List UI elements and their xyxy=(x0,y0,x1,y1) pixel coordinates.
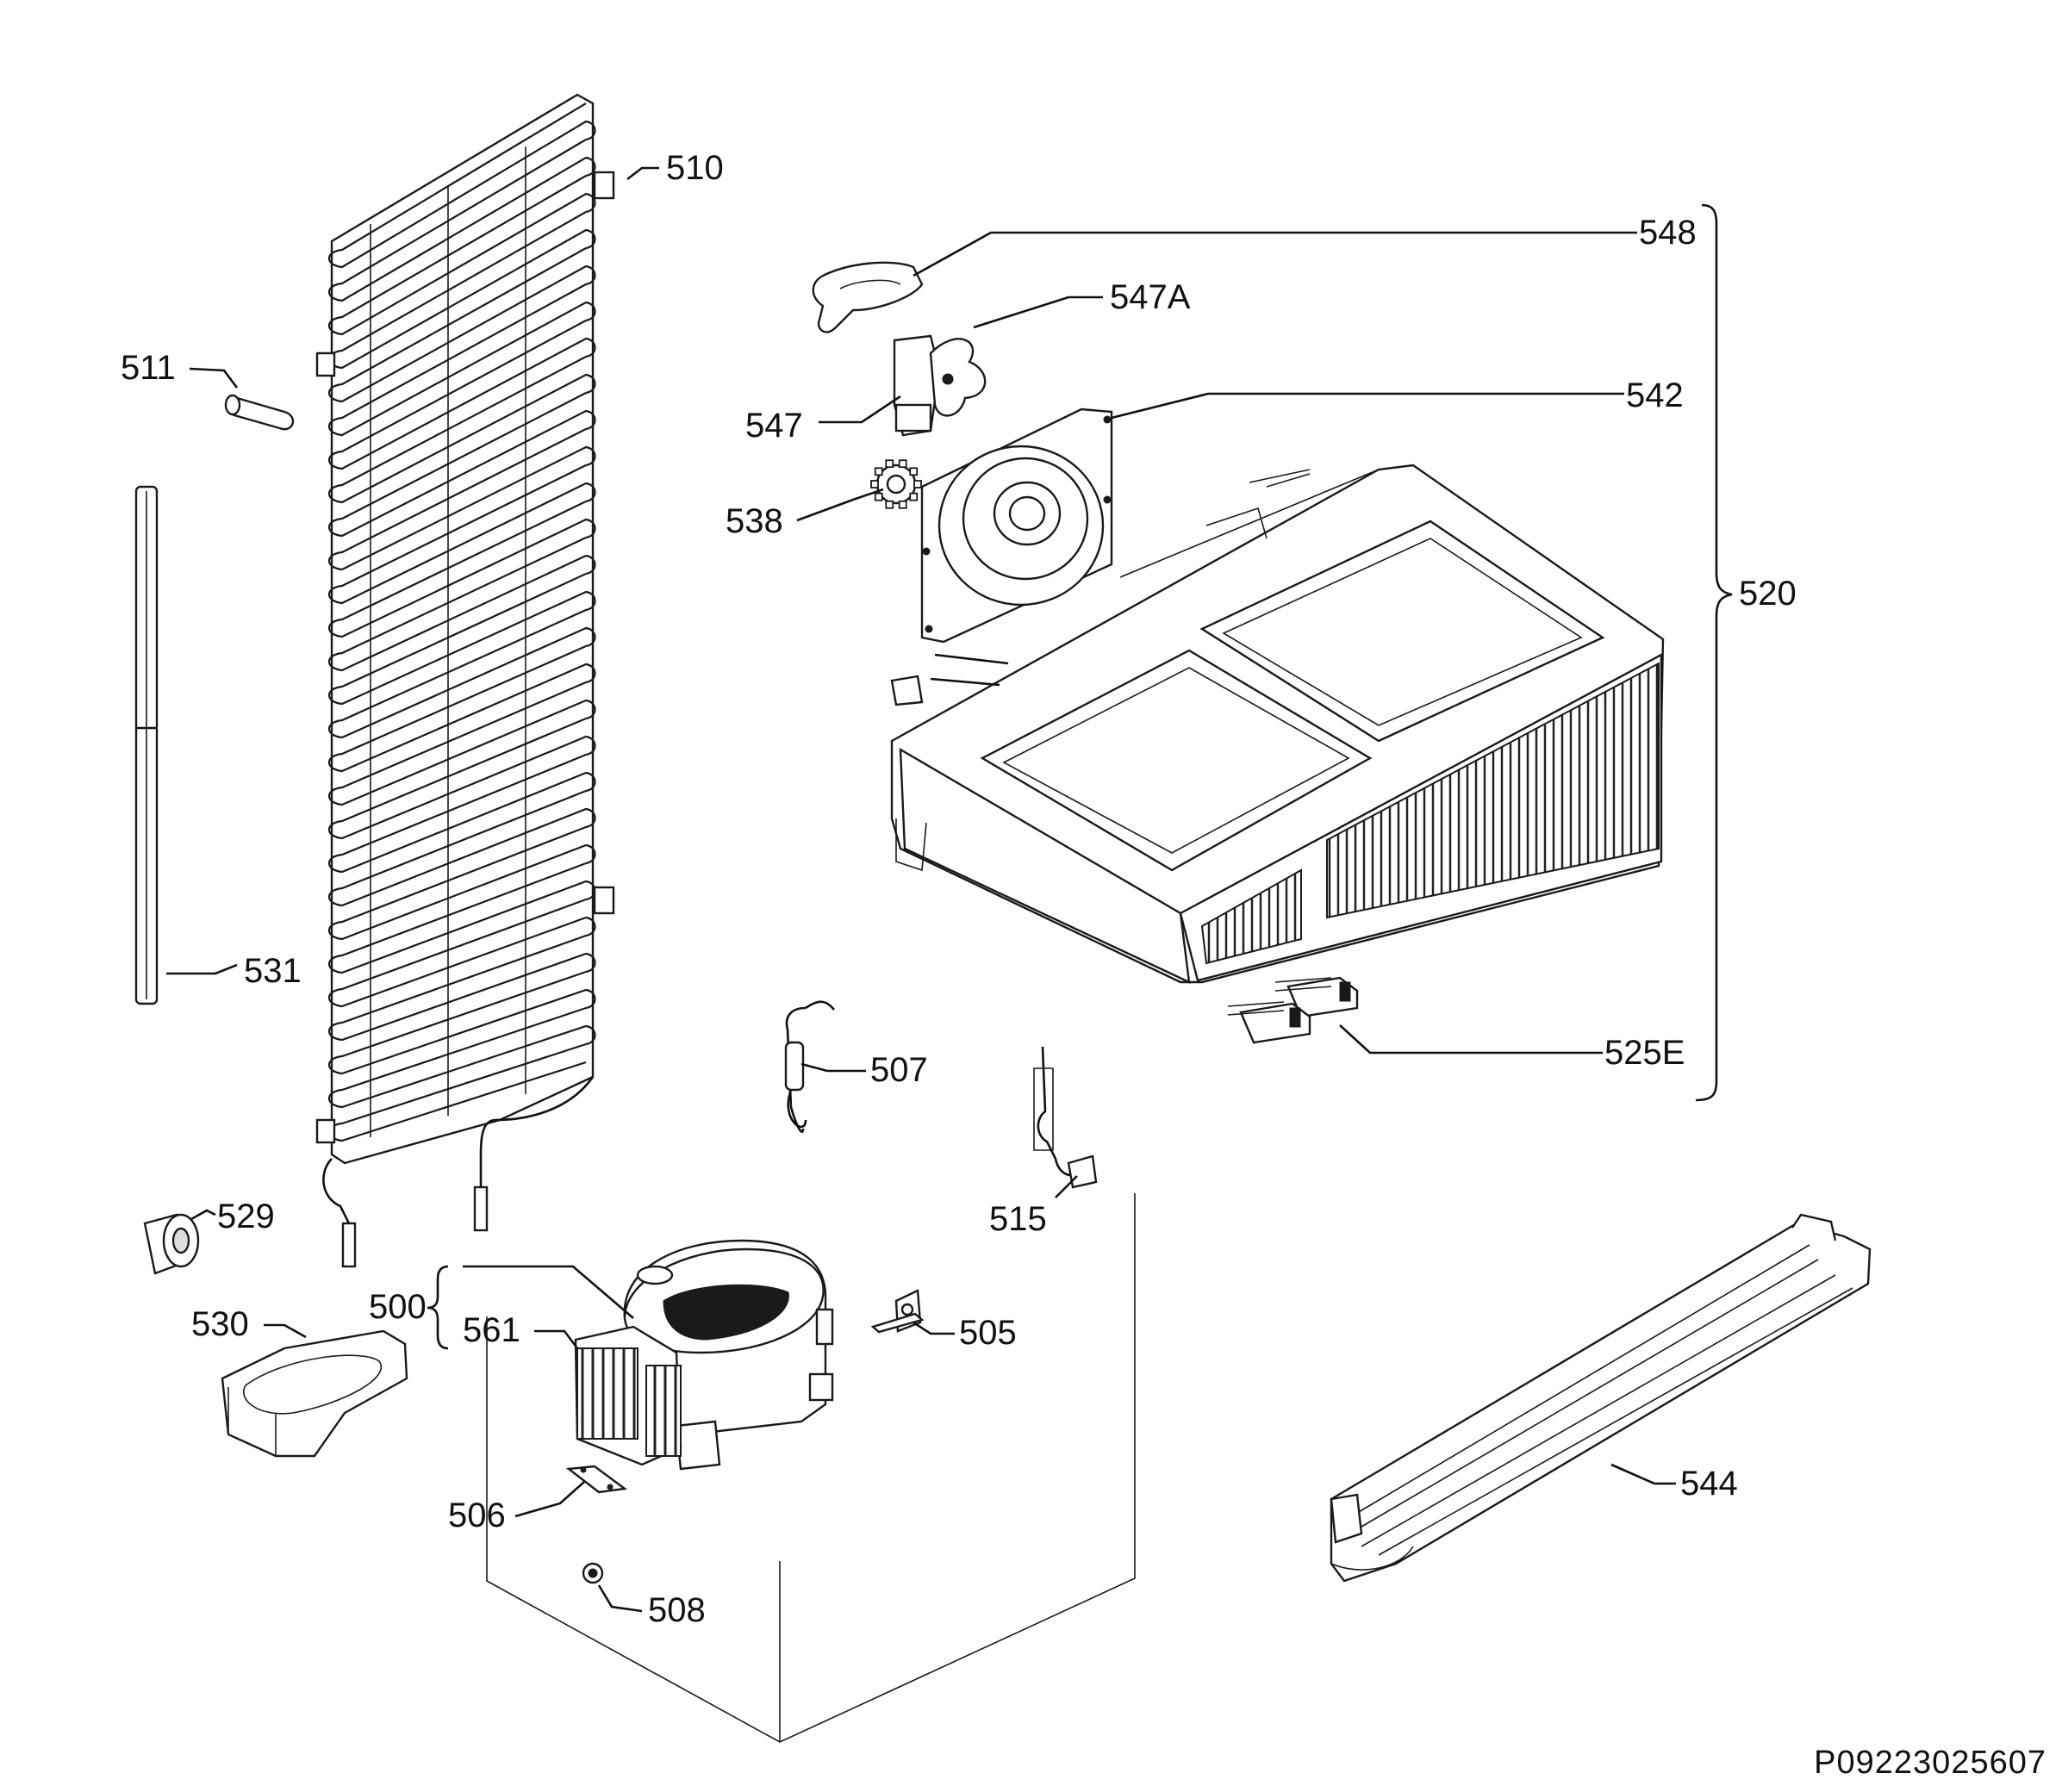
callout-531: 531 xyxy=(244,952,302,990)
gear-tooth xyxy=(913,480,922,488)
gear-tooth xyxy=(870,480,879,488)
fan-cover-548 xyxy=(812,261,924,333)
callout-544: 544 xyxy=(1680,1465,1738,1503)
bracket-brace-500 xyxy=(427,1265,449,1350)
gear-tooth xyxy=(885,500,894,509)
callout-511: 511 xyxy=(121,349,176,387)
sensor-507 xyxy=(784,1000,835,1134)
fan-motor-547 xyxy=(893,334,987,437)
compartment-outline xyxy=(486,1193,1136,1743)
grommet-529 xyxy=(143,1213,200,1275)
callout-529: 529 xyxy=(217,1198,275,1235)
callout-labels: 510 511 531 529 530 500 561 506 508 505 … xyxy=(121,149,1797,1629)
rail-544 xyxy=(1330,1213,1872,1583)
gear-tooth xyxy=(909,467,919,476)
callout-561: 561 xyxy=(463,1311,520,1349)
callout-510: 510 xyxy=(666,149,724,187)
bracket-brace-520 xyxy=(1695,203,1733,1102)
callout-547A: 547A xyxy=(1110,278,1191,316)
clip-505 xyxy=(870,1289,925,1334)
gear-tooth xyxy=(874,492,883,501)
condenser-510 xyxy=(315,93,615,1268)
callout-508: 508 xyxy=(648,1591,706,1629)
callout-525E: 525E xyxy=(1604,1034,1685,1072)
tray-530 xyxy=(221,1329,408,1458)
callout-505: 505 xyxy=(959,1314,1017,1352)
callout-500: 500 xyxy=(369,1288,427,1326)
gear-tooth xyxy=(898,500,907,509)
rod-531 xyxy=(134,485,159,1005)
evaporator-assembly-520 xyxy=(890,464,1665,985)
callout-538: 538 xyxy=(726,502,783,540)
callout-515: 515 xyxy=(989,1200,1047,1238)
gear-tooth xyxy=(885,459,894,469)
callout-506: 506 xyxy=(448,1496,506,1534)
callout-530: 530 xyxy=(191,1305,249,1343)
callout-547: 547 xyxy=(745,407,803,445)
bracket-506 xyxy=(565,1465,628,1494)
gear-tooth xyxy=(874,467,883,476)
cable-515 xyxy=(1033,1046,1098,1189)
drawing-number: P09223025607 xyxy=(1814,1745,2046,1781)
callout-507: 507 xyxy=(870,1051,928,1089)
fan-plate-542 xyxy=(920,408,1113,644)
callout-548: 548 xyxy=(1639,214,1697,252)
connector-525E xyxy=(1227,976,1359,1044)
leader-lines xyxy=(166,166,1676,1613)
callout-542: 542 xyxy=(1626,376,1684,414)
compressor-500 xyxy=(574,1239,834,1471)
condenser-coil xyxy=(327,103,596,1142)
gear-tooth xyxy=(909,492,919,501)
callout-520: 520 xyxy=(1739,575,1797,613)
tube-511 xyxy=(224,394,295,431)
gear-538 xyxy=(870,459,922,509)
nut-508 xyxy=(582,1562,604,1584)
gear-tooth xyxy=(898,459,907,469)
